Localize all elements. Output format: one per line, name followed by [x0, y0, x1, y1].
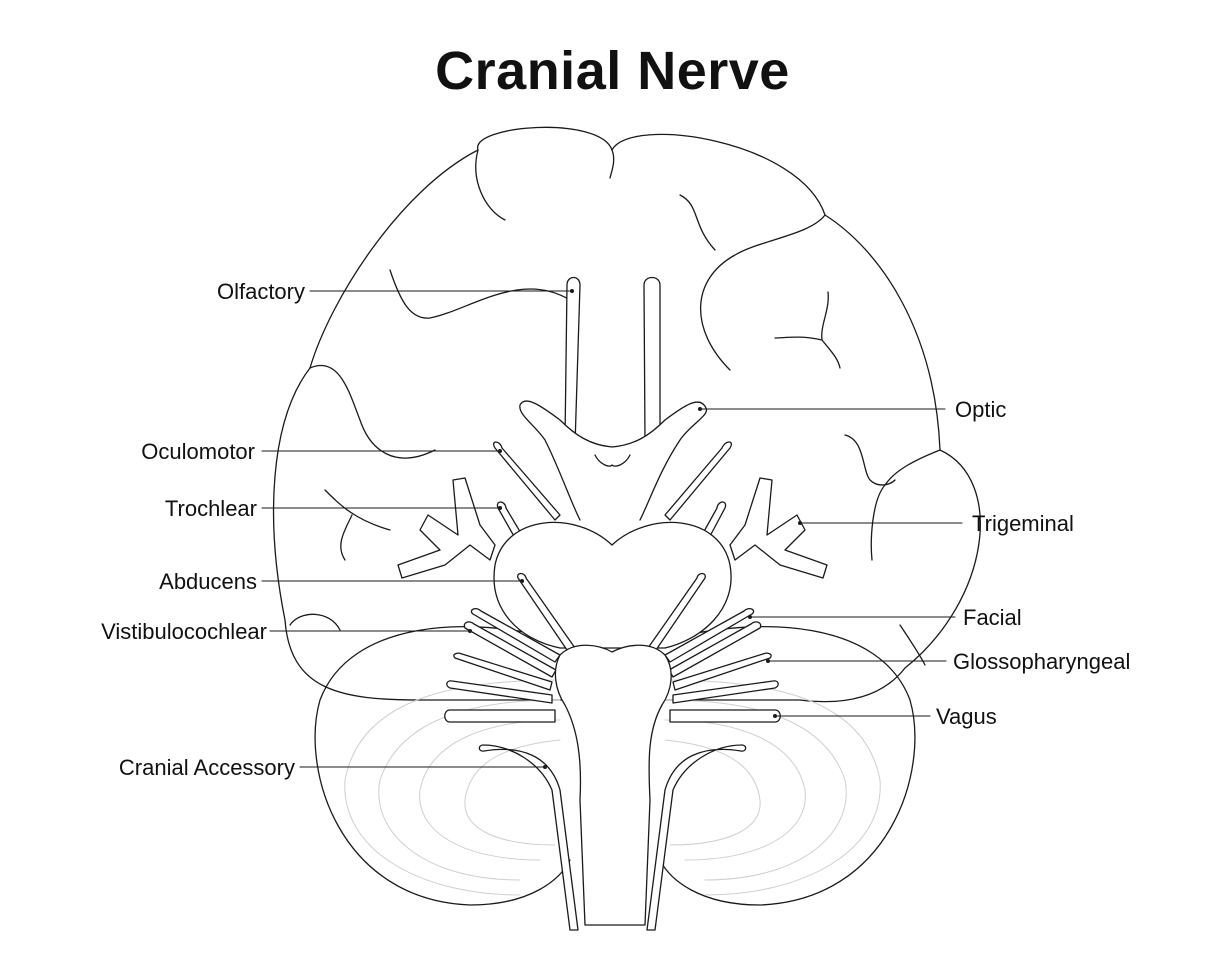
cerebrum-fold: [700, 214, 826, 371]
cerebrum-fold: [324, 489, 391, 561]
olfactory-tract: [643, 276, 661, 446]
accessory-nerve: [646, 744, 747, 931]
label-trochlear: Trochlear: [164, 496, 257, 521]
vestibulocochlear-nerve: [470, 608, 561, 663]
abducens-nerve: [517, 572, 576, 651]
label-olfactory: Olfactory: [216, 279, 305, 304]
oculomotor-nerve: [493, 441, 561, 521]
nerve-root: [453, 652, 553, 691]
cerebrum-fold: [899, 624, 926, 666]
vagus-nerve: [444, 709, 556, 723]
cerebrum-fold: [844, 434, 896, 486]
leader-dot: [773, 714, 777, 718]
leader-dot: [468, 629, 472, 633]
nerve-root: [672, 680, 779, 704]
leader-dot: [570, 289, 574, 293]
cerebellum-line: [664, 719, 806, 861]
cerebrum-outline: [272, 126, 981, 703]
facial-nerve: [668, 621, 762, 678]
leader-dot: [520, 579, 524, 583]
label-trigeminal: Trigeminal: [972, 511, 1074, 536]
cerebellum-left: [314, 626, 571, 906]
cerebrum-fold: [289, 613, 341, 631]
trigeminal-nerve: [729, 477, 828, 579]
label-glossopharyngeal: Glossopharyngeal: [953, 649, 1131, 674]
leader-dot: [698, 407, 702, 411]
leader-dot: [498, 506, 502, 510]
cerebellum-line: [664, 699, 847, 881]
cerebellum-line: [378, 699, 561, 881]
label-oculomotor: Oculomotor: [141, 439, 255, 464]
cerebrum-fold: [389, 269, 571, 319]
facial-nerve: [664, 608, 755, 663]
label-cranial-accessory: Cranial Accessory: [118, 755, 295, 780]
leader-dot: [766, 659, 770, 663]
oculomotor-nerve: [664, 441, 732, 521]
vagus-nerve: [669, 709, 781, 723]
cerebellum-right: [659, 626, 916, 906]
cerebrum-fold: [609, 149, 615, 179]
nerve-root: [446, 680, 553, 704]
label-vagus: Vagus: [936, 704, 997, 729]
label-optic: Optic: [955, 397, 1007, 422]
accessory-nerve: [478, 744, 579, 931]
cerebellum-line: [464, 739, 561, 846]
page-title: Cranial Nerve: [435, 41, 790, 101]
cerebrum-fold: [870, 449, 941, 561]
label-abducens: Abducens: [159, 569, 257, 594]
vestibulocochlear-nerve: [463, 621, 557, 678]
leader-dot: [543, 765, 547, 769]
cerebellum-line: [419, 719, 561, 861]
leader-dot: [798, 521, 802, 525]
abducens-nerve: [647, 572, 706, 651]
cerebrum-fold: [475, 149, 506, 221]
glossopharyngeal-nerve: [672, 652, 772, 691]
trigeminal-nerve: [397, 477, 496, 579]
cerebellum-line: [664, 739, 761, 846]
label-vestibulocochlear: Vistibulocochlear: [101, 619, 267, 644]
leader-dot: [748, 615, 752, 619]
olfactory-tract: [564, 276, 581, 446]
optic-chiasm: [519, 400, 708, 521]
cerebrum-fold: [309, 365, 436, 459]
cerebrum-fold: [774, 291, 841, 369]
cerebrum-fold: [679, 194, 716, 251]
label-facial: Facial: [963, 605, 1022, 630]
medulla: [554, 644, 672, 926]
leader-dot: [498, 449, 502, 453]
